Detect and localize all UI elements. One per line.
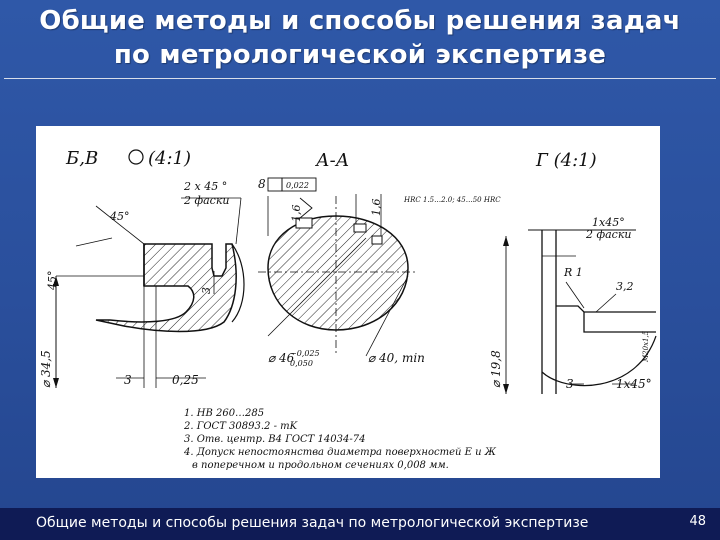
- view-g-label: Г (4:1): [535, 150, 597, 171]
- view-aa-section: [267, 215, 409, 331]
- dim-1x45-g: 1x45°: [616, 377, 652, 391]
- dim-2x45: 2 x 45 °: [183, 180, 227, 193]
- title-divider: [4, 78, 716, 79]
- slide-title: Общие методы и способы решения задач по …: [0, 4, 720, 72]
- dim-0-022: 0,022: [286, 181, 309, 190]
- footer-text: Общие методы и способы решения задач по …: [36, 515, 589, 531]
- dim-34-5: ⌀ 34,5: [39, 350, 53, 388]
- dim-r1: R 1: [563, 266, 583, 279]
- dim-19-8: ⌀ 19,8: [489, 350, 503, 388]
- dim-3-2: 3,2: [616, 280, 634, 293]
- page-number: 48: [689, 514, 706, 529]
- dim-m20: M20x1,5: [642, 330, 650, 363]
- dim-45-deg: 45°: [109, 210, 130, 223]
- dim-40: ⌀ 40, min: [368, 351, 425, 365]
- dim-0-25: 0,25: [172, 373, 199, 387]
- dim-2-faski-g: 2 фаски: [585, 228, 631, 241]
- view-g: Г (4:1) 1x45° 2 фаски R 1 3,2 ⌀ 19,8 3 1…: [489, 150, 657, 394]
- dim-46: ⌀ 46: [268, 351, 295, 365]
- dim-3-g: 3: [566, 377, 574, 391]
- note-3: 3. Отв. центр. В4 ГОСТ 14034-74: [184, 434, 365, 445]
- dim-46-tol-upper: −0,025: [290, 349, 320, 358]
- note-4: 4. Допуск непостоянства диаметра поверхн…: [183, 447, 497, 458]
- view-bv-label: Б,В: [65, 148, 98, 169]
- slide-title-line-2: по метрологической экспертизе: [113, 40, 607, 70]
- dim-3: 3: [200, 287, 213, 294]
- dim-45-deg-side: 45°: [46, 271, 59, 292]
- view-aa-label: А-А: [314, 150, 349, 171]
- dim-2-faski: 2 фаски: [183, 194, 229, 207]
- view-aa: А-А 8 0,022 1,6 1,6 HRC 1.5…2.0; 45…50 H…: [258, 150, 501, 368]
- dim-1-6-a: 1,6: [290, 205, 303, 223]
- note-1: 1. НВ 260…285: [184, 408, 264, 419]
- note-4-continued: в поперечном и продольном сечениях 0,008…: [192, 460, 449, 471]
- note-2: 2. ГОСТ 30893.2 - mK: [183, 421, 298, 432]
- drawing-canvas: Б,В (4:1) 2 x 45 ° 2 фаски 45° 45°: [39, 148, 657, 471]
- view-bv: Б,В (4:1) 2 x 45 ° 2 фаски 45° 45°: [39, 148, 245, 388]
- drawing-notes: 1. НВ 260…285 2. ГОСТ 30893.2 - mK 3. От…: [183, 408, 497, 471]
- dim-46-tol-lower: 0,050: [290, 359, 313, 368]
- dim-1-6-b: 1,6: [370, 199, 383, 217]
- dim-8: 8: [258, 177, 266, 191]
- dim-3-bottom: 3: [124, 373, 132, 387]
- slide-title-line-1: Общие методы и способы решения задач: [39, 6, 681, 36]
- dim-1x45: 1x45°: [592, 216, 625, 229]
- view-bv-circle-icon: [128, 149, 144, 165]
- slide-footer: Общие методы и способы решения задач по …: [0, 508, 720, 540]
- view-bv-scale: (4:1): [148, 148, 191, 169]
- view-bv-profile: [95, 243, 237, 333]
- dim-hrc: HRC 1.5…2.0; 45…50 HRC: [403, 196, 501, 204]
- technical-drawing: Б,В (4:1) 2 x 45 ° 2 фаски 45° 45°: [36, 126, 660, 478]
